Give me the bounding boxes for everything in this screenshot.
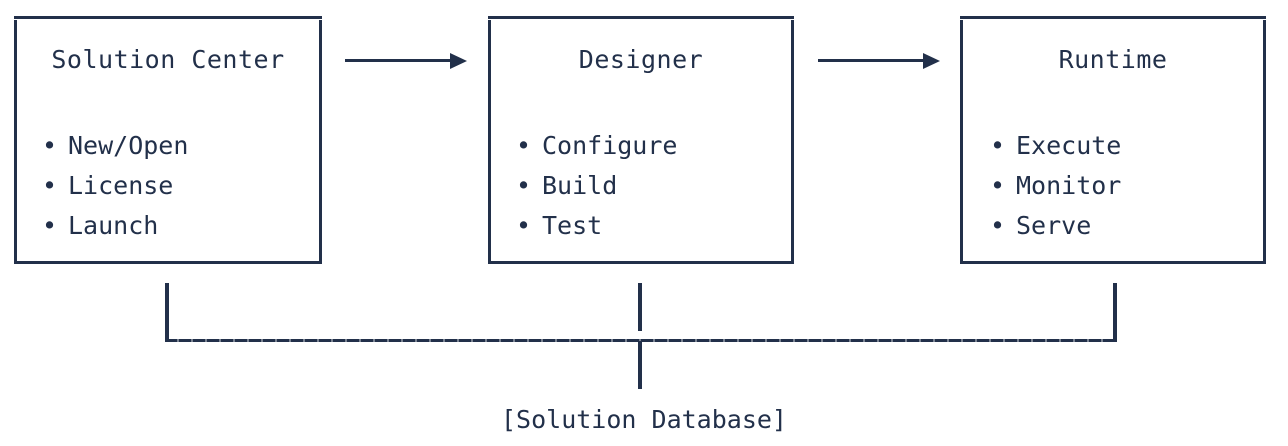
- node-border-right: [319, 20, 322, 262]
- datastore-label-solution-database: [Solution Database]: [501, 405, 787, 434]
- node-border-bottom: [960, 261, 1266, 264]
- node-border-right: [1263, 20, 1266, 262]
- list-item-label: Execute: [1016, 131, 1122, 160]
- node-border-left: [960, 20, 963, 262]
- list-item-label: License: [68, 171, 174, 200]
- node-item-list-solution-center: • New/Open • License • Launch: [42, 126, 188, 246]
- list-item-label: Configure: [542, 131, 678, 160]
- arrow-shaft: [818, 59, 925, 62]
- list-item[interactable]: • Configure: [516, 126, 677, 166]
- bullet-icon: •: [990, 131, 1006, 160]
- bullet-icon: •: [516, 171, 532, 200]
- node-designer[interactable]: Designer • Configure • Build • Test: [488, 16, 794, 264]
- arrow-head-icon: [923, 53, 940, 69]
- bus-line-runtime-drop: [1113, 283, 1117, 333]
- node-solution-center[interactable]: Solution Center • New/Open • License • L…: [14, 16, 322, 264]
- list-item[interactable]: • Execute: [990, 126, 1121, 166]
- bullet-icon: •: [42, 131, 58, 160]
- arrow-shaft: [345, 59, 452, 62]
- node-title-solution-center: Solution Center: [51, 45, 285, 74]
- node-border-right: [791, 20, 794, 262]
- bullet-icon: •: [990, 171, 1006, 200]
- list-item[interactable]: • Test: [516, 206, 677, 246]
- list-item[interactable]: • Launch: [42, 206, 188, 246]
- arrow-head-icon: [450, 53, 467, 69]
- bullet-icon: •: [516, 131, 532, 160]
- arrow-solution-center-to-designer: [345, 52, 467, 70]
- node-title-runtime: Runtime: [1058, 45, 1168, 74]
- list-item-label: New/Open: [68, 131, 189, 160]
- bullet-icon: •: [42, 211, 58, 240]
- node-item-list-designer: • Configure • Build • Test: [516, 126, 677, 246]
- list-item-label: Serve: [1016, 211, 1092, 240]
- bus-line-solution-center-drop: [165, 283, 169, 333]
- node-border-bottom: [14, 261, 322, 264]
- node-border-top: [960, 16, 1266, 19]
- list-item[interactable]: • License: [42, 166, 188, 206]
- node-border-top: [14, 16, 322, 19]
- list-item[interactable]: • New/Open: [42, 126, 188, 166]
- node-title-designer: Designer: [578, 45, 704, 74]
- bus-corner-left: [165, 318, 169, 342]
- bullet-icon: •: [990, 211, 1006, 240]
- node-item-list-runtime: • Execute • Monitor • Serve: [990, 126, 1121, 246]
- list-item-label: Build: [542, 171, 618, 200]
- list-item[interactable]: • Monitor: [990, 166, 1121, 206]
- bus-corner-right: [1113, 318, 1117, 342]
- bullet-icon: •: [42, 171, 58, 200]
- list-item-label: Launch: [68, 211, 159, 240]
- list-item[interactable]: • Serve: [990, 206, 1121, 246]
- node-runtime[interactable]: Runtime • Execute • Monitor • Serve: [960, 16, 1266, 264]
- arrow-designer-to-runtime: [818, 52, 940, 70]
- list-item[interactable]: • Build: [516, 166, 677, 206]
- bullet-icon: •: [516, 211, 532, 240]
- node-border-left: [14, 20, 17, 262]
- bus-line-designer-drop: [638, 283, 642, 395]
- list-item-label: Test: [542, 211, 603, 240]
- list-item-label: Monitor: [1016, 171, 1122, 200]
- node-border-left: [488, 20, 491, 262]
- node-border-top: [488, 16, 794, 19]
- node-border-bottom: [488, 261, 794, 264]
